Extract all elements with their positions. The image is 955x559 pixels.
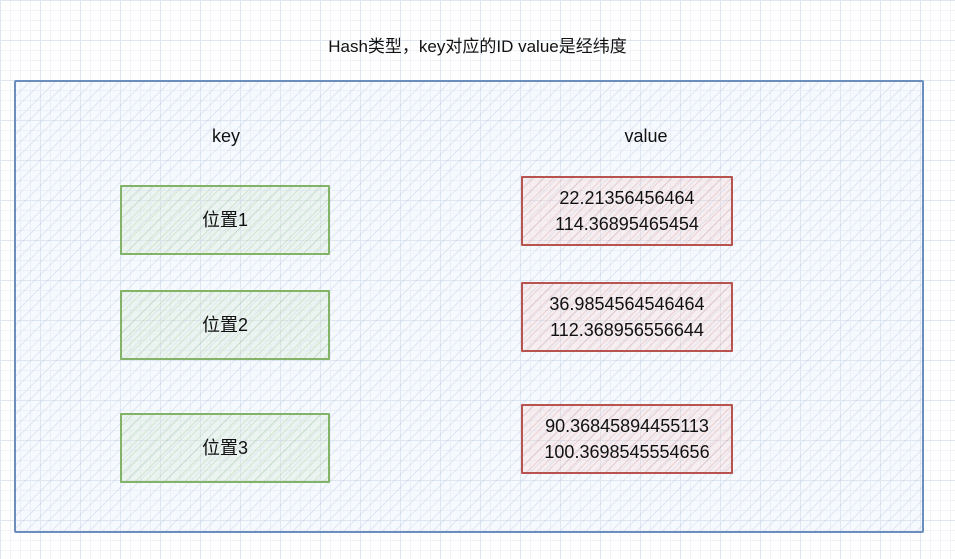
key-column-header: key xyxy=(211,126,240,146)
latitude-value: 22.21356456464 xyxy=(559,188,695,208)
key-label: 位置3 xyxy=(201,438,248,458)
value-box-2: 36.9854564546464 112.368956556644 xyxy=(521,282,733,352)
key-label: 位置2 xyxy=(201,315,248,335)
key-box-1: 位置1 xyxy=(120,185,330,255)
key-box-3: 位置3 xyxy=(120,413,330,483)
key-label: 位置1 xyxy=(201,210,248,230)
key-box-2: 位置2 xyxy=(120,290,330,360)
latitude-value: 90.36845894455113 xyxy=(545,416,709,436)
longitude-value: 100.3698545554656 xyxy=(544,442,710,462)
value-column-header: value xyxy=(624,126,668,146)
longitude-value: 114.36895465454 xyxy=(555,214,699,234)
value-box-1: 22.21356456464 114.36895465454 xyxy=(521,176,733,246)
longitude-value: 112.368956556644 xyxy=(550,320,704,340)
hash-container xyxy=(14,80,924,533)
latitude-value: 36.9854564546464 xyxy=(549,294,705,314)
value-box-3: 90.36845894455113 100.3698545554656 xyxy=(521,404,733,474)
diagram-title: Hash类型，key对应的ID value是经纬度 xyxy=(328,37,627,56)
